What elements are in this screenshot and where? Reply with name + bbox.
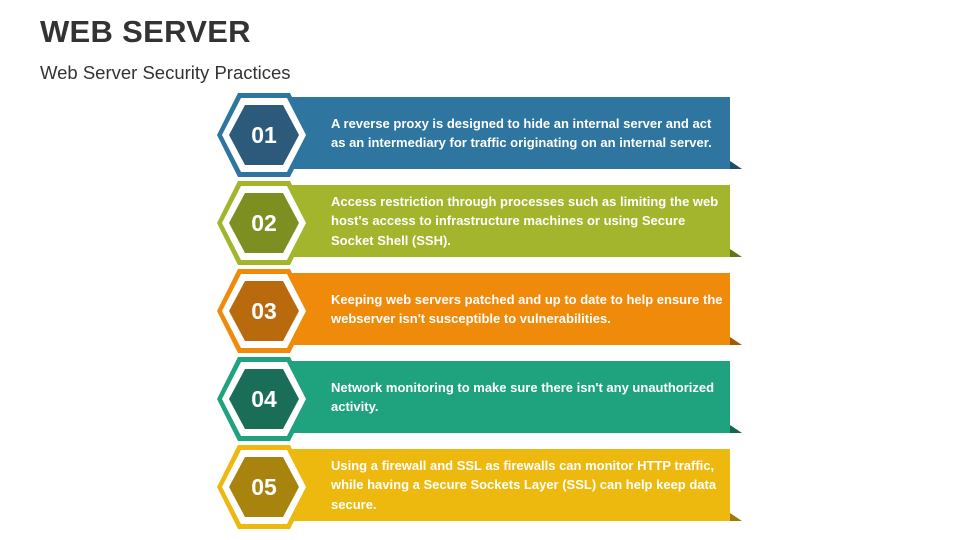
- step-row-3: 03 Keeping web servers patched and up to…: [214, 268, 744, 354]
- page-subtitle: Web Server Security Practices: [40, 62, 291, 83]
- step-description: Network monitoring to make sure there is…: [331, 379, 715, 415]
- step-description: A reverse proxy is designed to hide an i…: [331, 115, 712, 151]
- step-band: [286, 185, 730, 257]
- hexagon-badge: [216, 92, 312, 178]
- hexagon-badge: [216, 268, 312, 354]
- hexagon-badge: [216, 356, 312, 442]
- step-row-2: 02 Access restriction through processes …: [214, 180, 744, 266]
- hexagon-badge: [216, 444, 312, 530]
- step-number: 02: [251, 209, 277, 236]
- hexagon-badge: [216, 180, 312, 266]
- step-row-1: 01 A reverse proxy is designed to hide a…: [214, 92, 744, 178]
- step-band: [286, 449, 730, 521]
- step-description: Keeping web servers patched and up to da…: [331, 291, 723, 327]
- step-band: [286, 97, 730, 169]
- step-row-4: 04 Network monitoring to make sure there…: [214, 356, 744, 442]
- page-title: WEB SERVER: [40, 14, 251, 49]
- step-number: 04: [251, 385, 277, 412]
- step-band: [286, 361, 730, 433]
- step-number: 05: [251, 473, 277, 500]
- step-number: 03: [251, 297, 277, 324]
- step-row-5: 05 Using a firewall and SSL as firewalls…: [214, 444, 744, 530]
- step-description: Using a firewall and SSL as firewalls ca…: [331, 457, 717, 512]
- step-description: Access restriction through processes suc…: [331, 193, 719, 248]
- step-band: [286, 273, 730, 345]
- step-number: 01: [251, 121, 277, 148]
